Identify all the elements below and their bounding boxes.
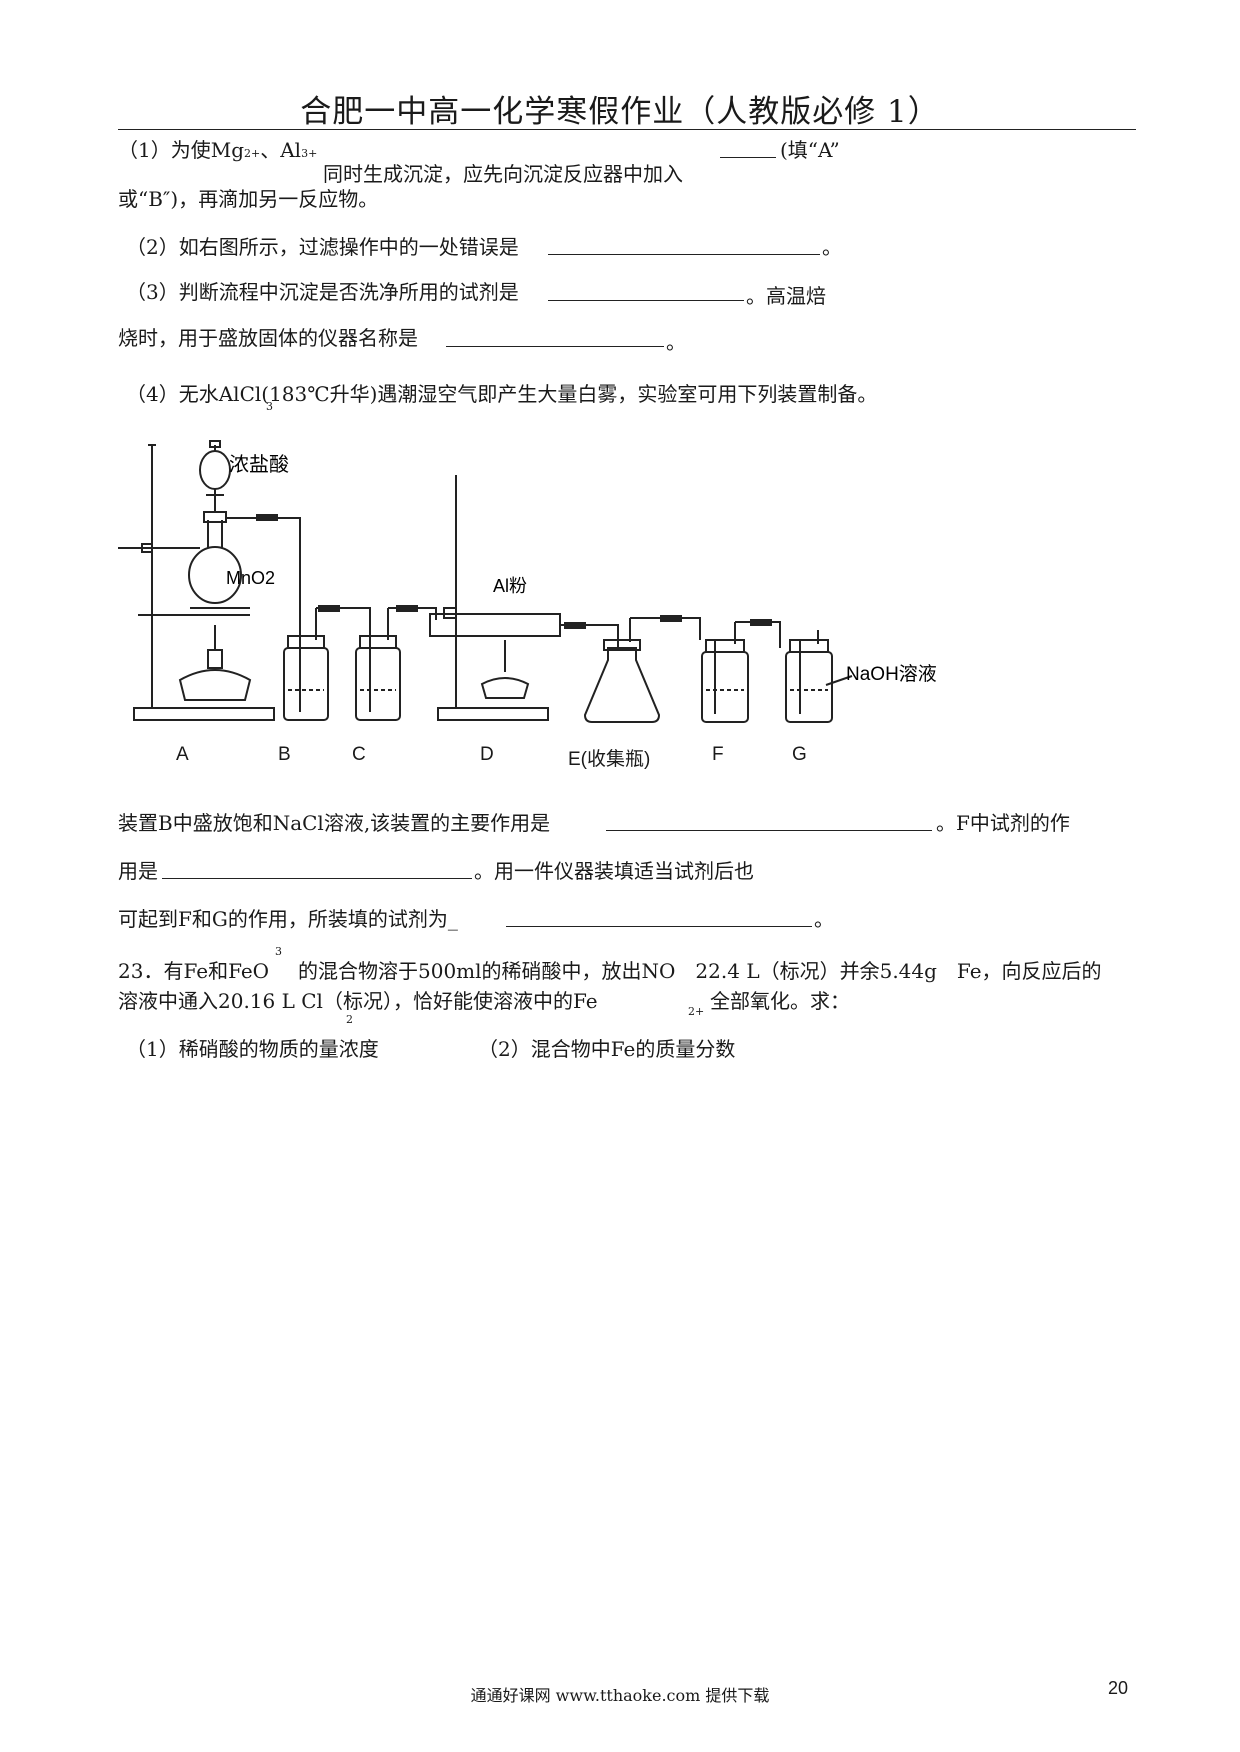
q1-mg-charge: 2+ (244, 147, 261, 160)
q1-line1: （1）为使Mg2+、Al3+ (118, 134, 317, 163)
q4b-line1-end: 。F中试剂的作 (936, 811, 1070, 835)
q23-line2a: 溶液中通入20.16 L Cl（标况），恰好能使溶液中的Fe (118, 989, 598, 1013)
q3-blank-2 (446, 324, 664, 347)
page-number: 20 (1108, 1678, 1129, 1698)
q23-part2: （2）混合物中Fe的质量分数 (478, 1037, 736, 1061)
q3-end: 。高温焙 (746, 284, 826, 308)
label-g: G (792, 744, 807, 765)
bottle-f (701, 651, 749, 723)
flask-e (583, 647, 661, 723)
naoh-pointer (825, 675, 853, 686)
q4-text: （4）无水AlCl(183℃升华)遇潮湿空气即产生大量白雾，实验室可用下列装置制… (126, 382, 878, 406)
label-e: E(收集瓶) (568, 749, 651, 770)
q4b-line2-end: 。用一件仪器装填适当试剂后也 (474, 859, 754, 883)
q2-text: （2）如右图所示，过滤操作中的一处错误是 (126, 235, 519, 259)
q3-line2-end: 。 (666, 330, 686, 354)
label-d: D (480, 744, 494, 765)
al-powder-label: Al粉 (493, 576, 527, 596)
q1-blank (720, 135, 776, 158)
bottle-c (355, 647, 401, 721)
q3-text: （3）判断流程中沉淀是否洗净所用的试剂是 (126, 280, 519, 304)
q4b-blank-1 (606, 808, 932, 831)
q3-line2: 烧时，用于盛放固体的仪器名称是 (118, 326, 418, 350)
apparatus-diagram: 浓盐酸 MnO2 Al粉 NaOH溶液 (118, 440, 937, 723)
lamp-d (480, 677, 530, 699)
q1-al-charge: 3+ (301, 147, 318, 160)
q4b-line2: 用是 (118, 859, 158, 883)
q4b-blank-2 (162, 856, 472, 879)
stand-base-d (437, 707, 549, 721)
stand-base-a (133, 707, 275, 721)
q1-fill-hint: (填“A” (780, 138, 840, 162)
header-rule (118, 129, 1136, 130)
q1-prefix: （1）为使Mg (118, 138, 245, 162)
footer-source: 通通好课网 www.tthaoke.com 提供下载 (470, 1686, 770, 1705)
bottle-b (283, 647, 329, 721)
hcl-label: 浓盐酸 (229, 453, 289, 476)
sep-funnel (199, 450, 231, 490)
q23-line1a: 23．有Fe和FeO (118, 959, 270, 983)
q4b-line3: 可起到F和G的作用，所装填的试剂为_ (118, 907, 458, 931)
q2-blank (548, 232, 820, 255)
q3-blank-1 (548, 278, 744, 301)
label-f: F (712, 744, 724, 765)
q23-part1: （1）稀硝酸的物质的量浓度 (126, 1037, 379, 1061)
lamp-a (178, 669, 252, 701)
q1-middle: 同时生成沉淀，应先向沉淀反应器中加入 (323, 162, 683, 186)
flask-a (188, 546, 242, 604)
q4b-line3-end: 。 (814, 907, 834, 931)
rubber-joint-1 (256, 514, 278, 521)
bottle-g (785, 651, 833, 723)
page-title: 合肥一中高一化学寒假作业（人教版必修 1） (300, 94, 940, 130)
label-a: A (176, 744, 189, 765)
q2-end: 。 (822, 235, 842, 259)
tube-d-e (600, 624, 619, 650)
tube-e-f (630, 617, 701, 640)
q1-sep: 、Al (260, 138, 302, 162)
q23-line1b: 的混合物溶于500ml的稀硝酸中，放出NO 22.4 L（标况）并余5.44g … (298, 959, 1102, 983)
q4-subscript: 3 (266, 400, 273, 413)
q4b-blank-3 (506, 904, 812, 927)
label-c: C (352, 744, 366, 765)
label-b: B (278, 744, 291, 765)
q4b-line1: 装置B中盛放饱和NaCl溶液,该装置的主要作用是 (118, 811, 551, 835)
q23-sub-a: 3 (275, 945, 282, 958)
q1-line2: 或“B″)，再滴加另一反应物。 (118, 187, 379, 211)
mno2-label: MnO2 (226, 568, 275, 588)
naoh-label: NaOH溶液 (846, 663, 937, 685)
q23-sup-b: 2+ (688, 1005, 705, 1018)
q23-sub-b: 2 (346, 1013, 353, 1026)
q23-line2b: 全部氧化。求： (710, 989, 850, 1013)
